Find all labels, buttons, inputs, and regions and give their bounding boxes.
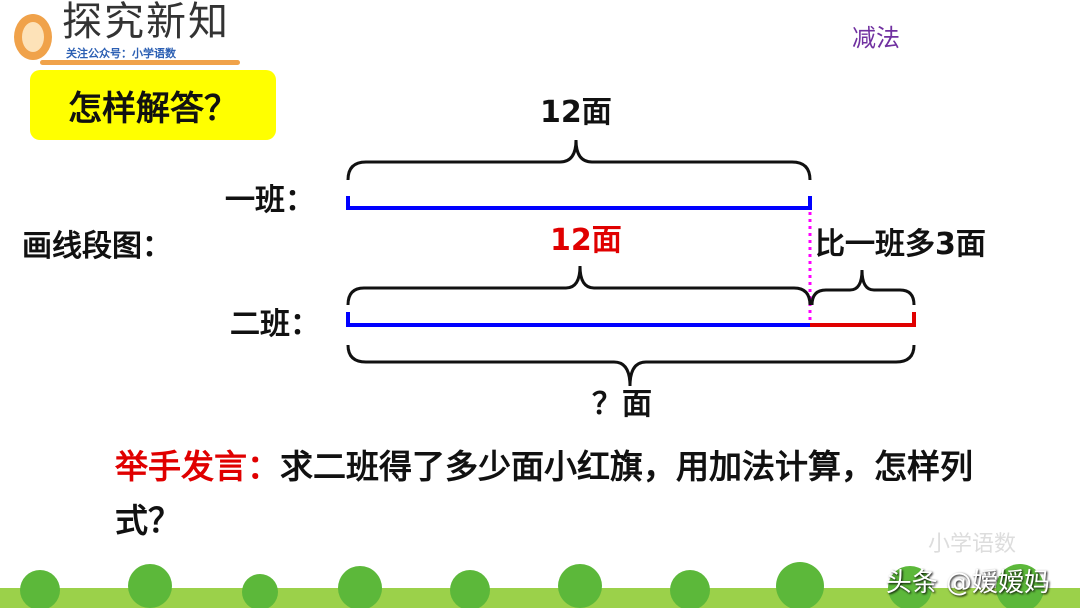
unknown-label: ？面 [592, 387, 652, 422]
prompt-lead: 举手发言： [115, 447, 280, 486]
row1-label: 一班： [225, 183, 315, 218]
mascot-logo [14, 14, 52, 60]
question-box: 怎样解答？ [30, 70, 276, 140]
extra-brace [810, 269, 916, 306]
prompt-text: 举手发言：求二班得了多少面小红旗，用加法计算，怎样列式？ [115, 440, 1015, 548]
same-part-label: 12面 [550, 223, 622, 258]
section-title: 探究新知 [62, 0, 230, 45]
grass-decoration [0, 562, 1080, 608]
bottom-brace [346, 344, 916, 387]
title-underline [40, 60, 240, 65]
watermark-credit: 头条 @嫒嫒妈 [885, 568, 1050, 598]
top-total-label: 12面 [540, 95, 612, 130]
row2-label: 二班： [230, 307, 320, 342]
prompt-body: 求二班得了多少面小红旗，用加法计算，怎样列式？ [115, 447, 973, 540]
subtitle: 关注公众号：小学语数 [66, 47, 176, 60]
same-brace [346, 265, 812, 306]
topic-label: 减法 [852, 24, 900, 52]
watermark-faint: 小学语数 [928, 532, 1017, 557]
extra-label: 比一班多3面 [815, 227, 986, 262]
diagram-label: 画线段图： [22, 229, 172, 264]
top-brace [346, 139, 812, 181]
